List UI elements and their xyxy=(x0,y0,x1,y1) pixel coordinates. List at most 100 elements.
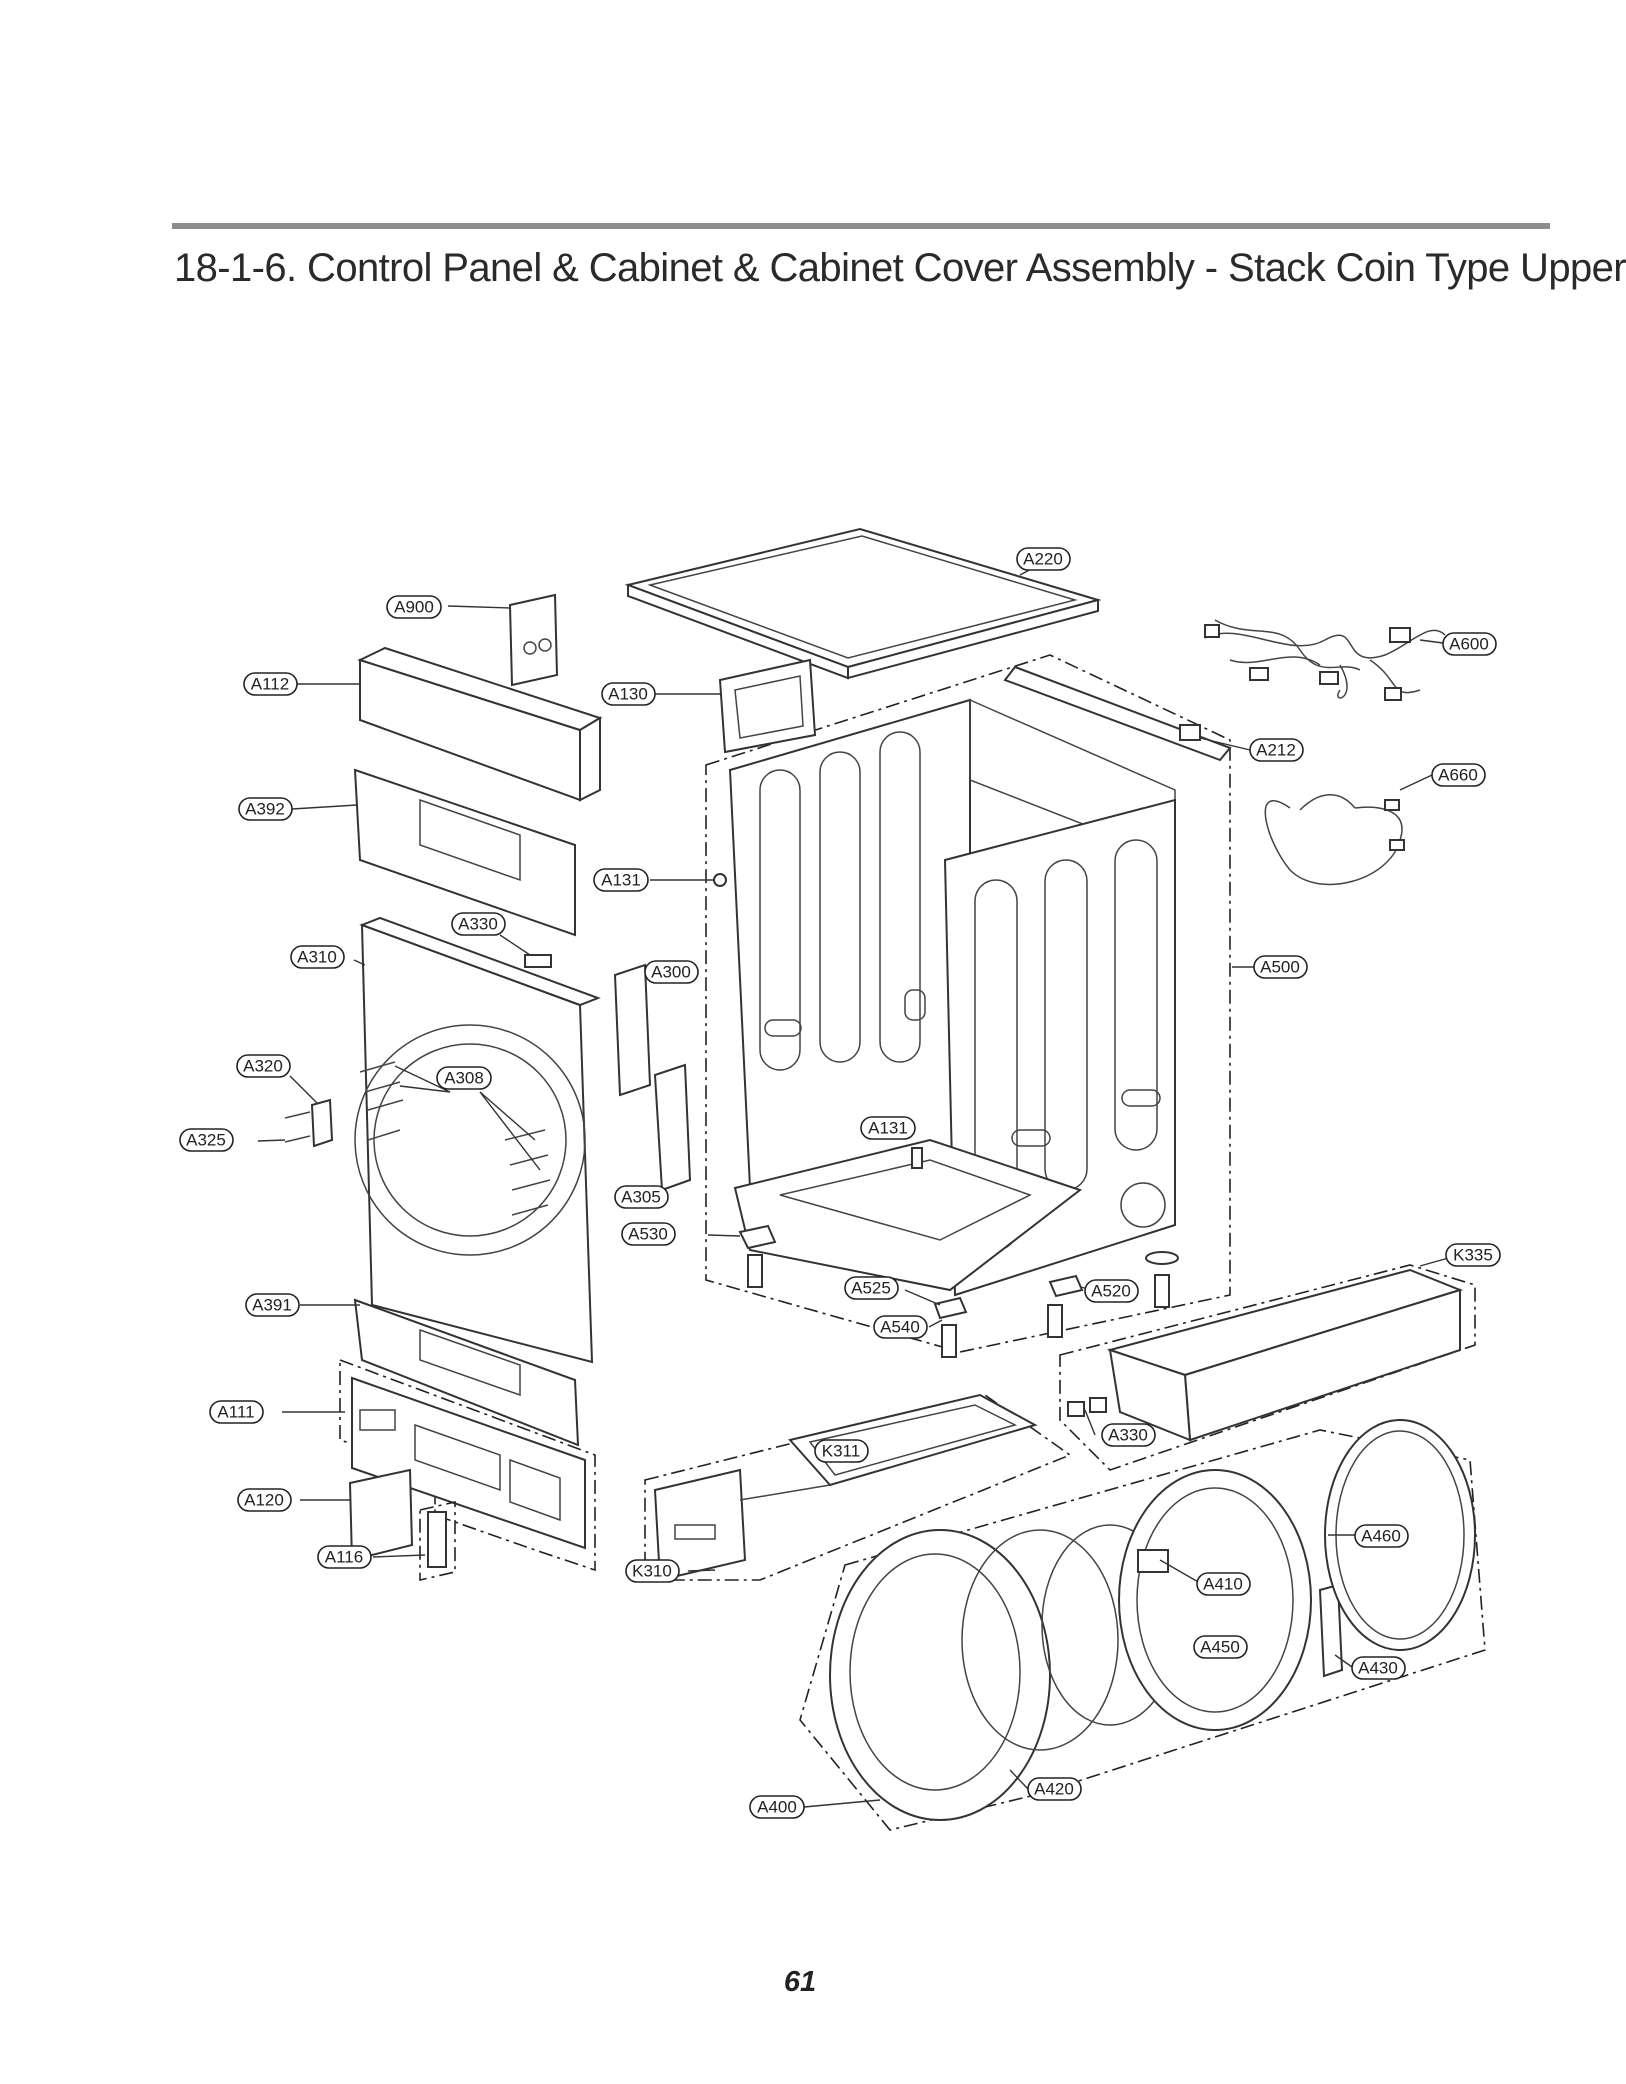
top-cover-part xyxy=(624,527,1102,680)
screws-a308 xyxy=(359,1061,551,1216)
svg-text:A116: A116 xyxy=(325,1548,363,1567)
svg-text:A212: A212 xyxy=(1256,741,1296,760)
callout-a212: A212 xyxy=(1249,738,1304,762)
callout-a540: A540 xyxy=(873,1315,928,1339)
svg-text:A300: A300 xyxy=(651,963,691,982)
handle-part-a305 xyxy=(653,1063,692,1192)
callout-a120: A120 xyxy=(237,1488,292,1512)
svg-text:K310: K310 xyxy=(632,1562,672,1581)
callout-a330-bottom: A330 xyxy=(1101,1423,1156,1447)
svg-text:A130: A130 xyxy=(608,685,648,704)
rail-bracket-part xyxy=(1179,724,1201,741)
callout-k310: K310 xyxy=(625,1559,680,1583)
handle-part-a300 xyxy=(613,963,652,1097)
pcb-part-a120 xyxy=(348,1468,414,1562)
svg-text:A500: A500 xyxy=(1260,958,1300,977)
door-parts xyxy=(829,1419,1476,1821)
svg-text:A460: A460 xyxy=(1361,1527,1401,1546)
switch-part-k335b xyxy=(1089,1397,1107,1413)
callout-k335: K335 xyxy=(1445,1243,1501,1267)
callout-a530: A530 xyxy=(621,1222,676,1246)
svg-text:A540: A540 xyxy=(880,1318,920,1337)
callout-a116: A116 xyxy=(317,1545,372,1569)
svg-text:A391: A391 xyxy=(252,1296,292,1315)
screw-a325-2 xyxy=(284,1135,311,1143)
callout-a131-mid: A131 xyxy=(860,1116,916,1140)
callout-a450: A450 xyxy=(1193,1635,1248,1659)
leveling-feet xyxy=(747,1254,1170,1358)
door-group-outline xyxy=(799,1429,1486,1831)
callout-a391: A391 xyxy=(245,1293,300,1317)
front-panel-part xyxy=(354,916,601,1364)
hinge-part-a320 xyxy=(310,1098,334,1148)
callout-a660: A660 xyxy=(1431,763,1486,787)
rear-rail-part xyxy=(1003,665,1232,762)
leader-lines xyxy=(257,557,1453,1808)
callout-a131-top: A131 xyxy=(593,868,649,892)
svg-text:A400: A400 xyxy=(757,1798,797,1817)
callout-a430: A430 xyxy=(1351,1656,1406,1680)
bracket-part-a520 xyxy=(1048,1274,1084,1298)
clip-a131 xyxy=(911,1147,923,1169)
callout-a410: A410 xyxy=(1196,1572,1251,1596)
svg-text:A420: A420 xyxy=(1034,1780,1074,1799)
wire-part-a660 xyxy=(1264,794,1405,886)
cover-part-k335 xyxy=(1106,1268,1463,1442)
svg-text:A530: A530 xyxy=(628,1225,668,1244)
svg-text:A131: A131 xyxy=(601,871,641,890)
svg-text:A450: A450 xyxy=(1200,1638,1240,1657)
callout-a310: A310 xyxy=(290,945,345,969)
svg-text:A308: A308 xyxy=(444,1069,484,1088)
svg-text:A660: A660 xyxy=(1438,766,1478,785)
svg-text:K311: K311 xyxy=(822,1442,860,1461)
callout-a320: A320 xyxy=(236,1054,291,1078)
button-group-outline xyxy=(419,1500,456,1582)
callout-a525: A525 xyxy=(844,1276,899,1300)
svg-text:A111: A111 xyxy=(217,1403,254,1422)
switch-part-k335 xyxy=(1067,1401,1085,1417)
svg-text:A900: A900 xyxy=(394,598,434,617)
svg-text:A131: A131 xyxy=(868,1119,908,1138)
callout-a220: A220 xyxy=(1016,547,1071,571)
svg-text:A410: A410 xyxy=(1203,1575,1243,1594)
svg-text:A525: A525 xyxy=(851,1279,891,1298)
svg-text:K335: K335 xyxy=(1453,1246,1493,1265)
callout-k311: K311 xyxy=(814,1439,869,1463)
callout-a305: A305 xyxy=(614,1185,669,1209)
control-panel-cover-part xyxy=(357,646,603,802)
svg-text:A120: A120 xyxy=(244,1491,284,1510)
callout-a392: A392 xyxy=(238,797,293,821)
svg-text:A430: A430 xyxy=(1358,1659,1398,1678)
svg-text:A392: A392 xyxy=(245,800,285,819)
bracket-part-a392 xyxy=(353,768,576,937)
k335-group-outline xyxy=(1059,1264,1476,1471)
callout-a600: A600 xyxy=(1442,632,1497,656)
rubber-part xyxy=(1145,1251,1179,1265)
callout-a130: A130 xyxy=(601,682,656,706)
svg-text:A305: A305 xyxy=(621,1188,661,1207)
svg-text:A320: A320 xyxy=(243,1057,283,1076)
callout-a111: A111 xyxy=(209,1400,264,1424)
wire-harness-part xyxy=(1204,619,1446,701)
callout-a300: A300 xyxy=(644,960,699,984)
callout-a112: A112 xyxy=(243,672,298,696)
callout-a420: A420 xyxy=(1027,1777,1082,1801)
svg-text:A112: A112 xyxy=(251,675,289,694)
foot-bracket-part xyxy=(738,1224,777,1250)
svg-text:A310: A310 xyxy=(297,948,337,967)
callout-a400: A400 xyxy=(749,1795,805,1819)
svg-text:A330: A330 xyxy=(458,915,498,934)
page-title: 18-1-6. Control Panel & Cabinet & Cabine… xyxy=(174,246,1626,290)
control-panel-part-a111 xyxy=(351,1376,586,1550)
switch-part xyxy=(524,954,552,968)
svg-text:A325: A325 xyxy=(186,1131,226,1150)
callout-a460: A460 xyxy=(1354,1524,1409,1548)
svg-text:A330: A330 xyxy=(1108,1426,1148,1445)
title-rule xyxy=(172,223,1550,229)
bolt-a131 xyxy=(713,873,727,887)
pcb-bracket-part xyxy=(718,658,817,754)
callout-a330-top: A330 xyxy=(451,912,506,936)
cabinet-group-outline xyxy=(705,654,1231,1353)
callout-a500: A500 xyxy=(1253,955,1308,979)
button-part-a116 xyxy=(427,1511,447,1568)
